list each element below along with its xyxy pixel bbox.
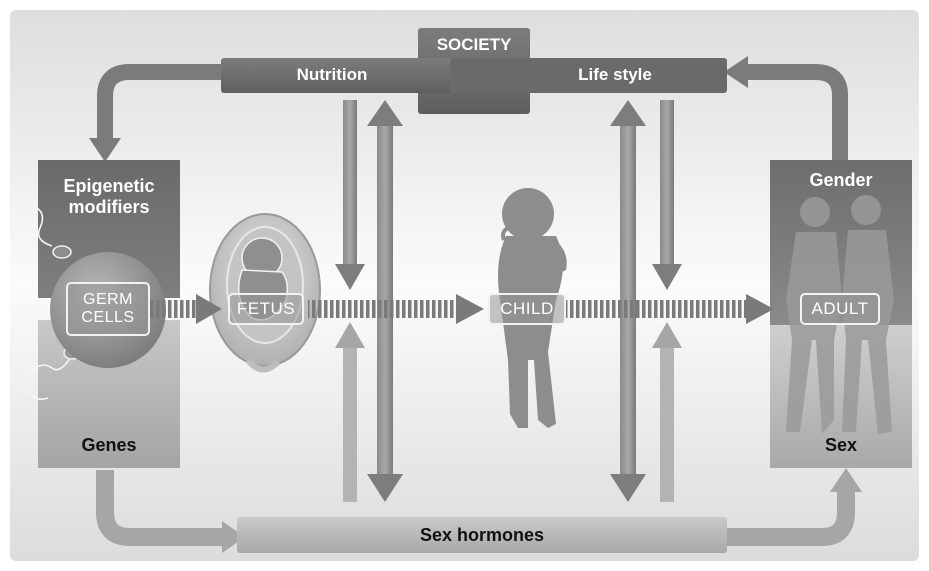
adult-label: ADULT bbox=[800, 293, 880, 325]
hormone-arrowhead-left bbox=[222, 521, 245, 553]
epigenetic-modifiers-label: Epigenetic modifiers bbox=[63, 176, 155, 217]
vertical-arrow-left-up bbox=[335, 322, 365, 502]
society-label: SOCIETY bbox=[436, 35, 512, 54]
dashed-arrow-fetus-to-child bbox=[308, 300, 458, 318]
dashed-arrow-child-to-adult bbox=[566, 300, 746, 318]
vertical-arrow-right-up bbox=[652, 322, 682, 502]
background-panel bbox=[10, 10, 919, 561]
arrowhead-to-fetus bbox=[196, 294, 222, 324]
hormone-arrow-right bbox=[726, 490, 855, 546]
sex-hormones-label: Sex hormones bbox=[419, 525, 545, 545]
child-silhouette bbox=[498, 188, 567, 428]
nutrition-label: Nutrition bbox=[296, 65, 368, 84]
vertical-arrow-left-down bbox=[335, 100, 365, 290]
umbilical-stem bbox=[245, 358, 281, 373]
hormone-arrowhead-right bbox=[830, 468, 862, 492]
loop-arrowhead-top bbox=[724, 56, 748, 88]
arrowhead-to-adult bbox=[746, 294, 774, 324]
hormone-arrow-left bbox=[96, 470, 225, 546]
loop-arrow-top bbox=[745, 64, 848, 160]
lifestyle-bar bbox=[450, 58, 727, 93]
genes-label: Genes bbox=[81, 435, 137, 455]
sex-hormones-bar bbox=[237, 517, 727, 553]
adult-silhouettes bbox=[786, 195, 894, 434]
loop-arrow-left bbox=[97, 64, 222, 142]
germ-cells-label: GERM CELLS bbox=[66, 282, 150, 336]
dashed-arrow-germ-to-fetus bbox=[150, 300, 198, 318]
gender-label: Gender bbox=[809, 170, 873, 190]
loop-arrowhead-left bbox=[89, 138, 121, 162]
child-label: CHILD bbox=[488, 293, 566, 325]
arrowhead-to-child bbox=[456, 294, 484, 324]
nutrition-bar bbox=[221, 58, 503, 93]
sex-label: Sex bbox=[824, 435, 858, 455]
fetus-label: FETUS bbox=[228, 293, 304, 325]
lifestyle-label: Life style bbox=[578, 65, 652, 84]
vertical-arrow-right-down bbox=[652, 100, 682, 290]
